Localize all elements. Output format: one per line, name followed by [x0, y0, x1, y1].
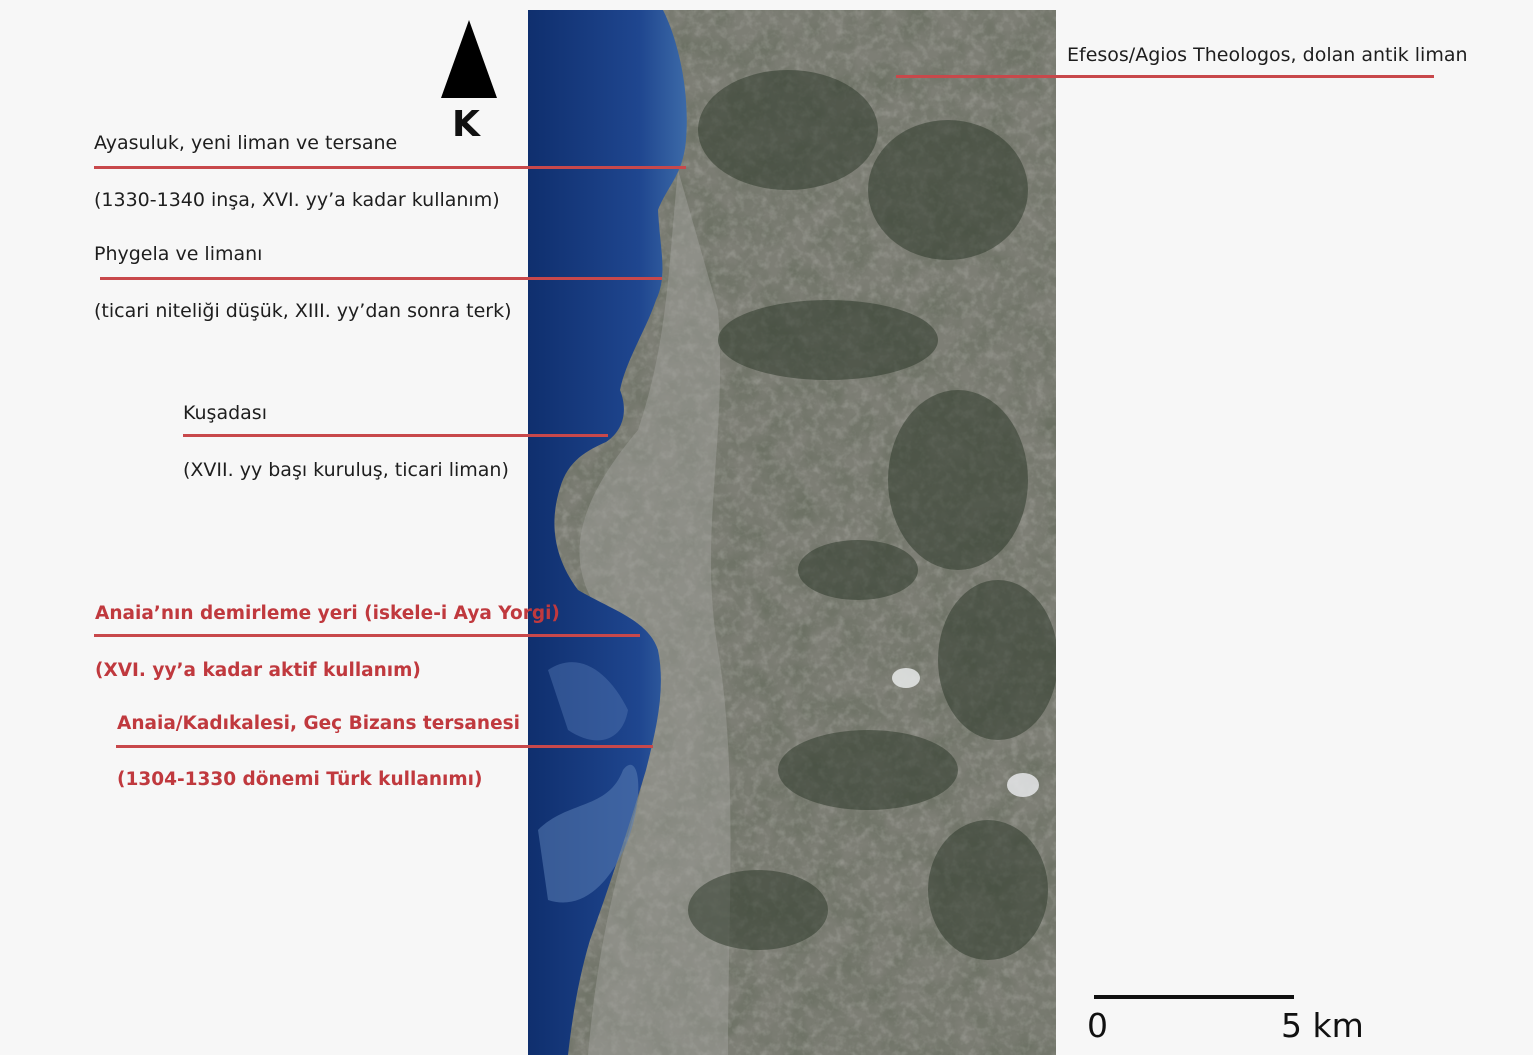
- label-kusadasi-title: Kuşadası: [183, 402, 267, 424]
- leader-ayasuluk: [94, 166, 686, 169]
- scale-start-label: 0: [1087, 1006, 1108, 1045]
- north-letter: K: [452, 104, 480, 145]
- label-anaia-note: (XVI. yy’a kadar aktif kullanım): [95, 660, 421, 681]
- label-phygela-title: Phygela ve limanı: [94, 243, 263, 265]
- label-kadikalesi-note: (1304-1330 dönemi Türk kullanımı): [117, 769, 483, 790]
- leader-efesos: [896, 75, 1434, 78]
- leader-kusadasi: [183, 434, 608, 437]
- leader-anaia: [94, 634, 640, 637]
- north-arrow-icon: [441, 20, 497, 98]
- label-phygela-note: (ticari niteliği düşük, XIII. yy’dan son…: [94, 300, 512, 322]
- label-kusadasi-note: (XVII. yy başı kuruluş, ticari liman): [183, 459, 509, 481]
- label-ayasuluk-title: Ayasuluk, yeni liman ve tersane: [94, 132, 398, 154]
- label-anaia-title: Anaia’nın demirleme yeri (iskele-i Aya Y…: [95, 603, 560, 624]
- label-kadikalesi-title: Anaia/Kadıkalesi, Geç Bizans tersanesi: [117, 713, 520, 734]
- label-efesos: Efesos/Agios Theologos, dolan antik lima…: [1067, 44, 1468, 66]
- leader-kadikalesi: [116, 745, 653, 748]
- scale-bar: [1094, 995, 1294, 999]
- leader-phygela: [100, 277, 662, 280]
- label-ayasuluk-note: (1330-1340 inşa, XVI. yy’a kadar kullanı…: [94, 189, 500, 211]
- satellite-image: [528, 10, 1056, 1055]
- scale-end-label: 5 km: [1281, 1006, 1364, 1045]
